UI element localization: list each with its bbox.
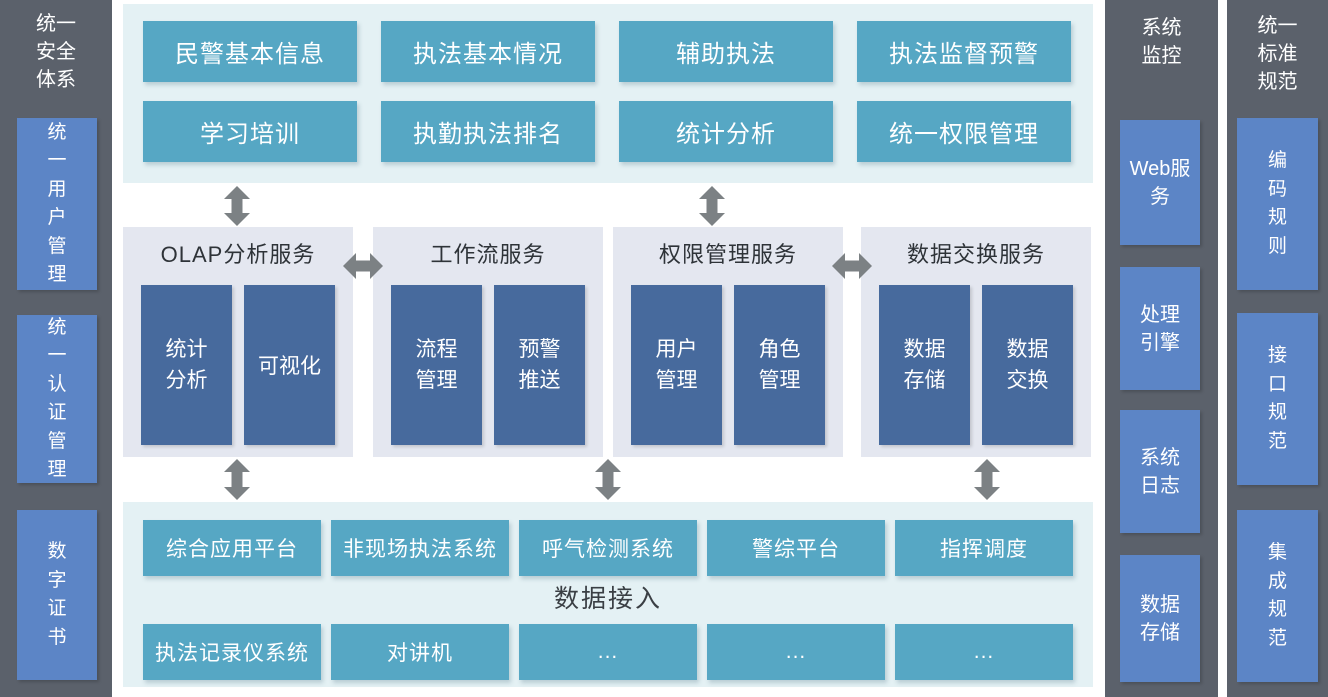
bidirectional-vertical-arrow-icon — [224, 186, 250, 226]
app-block-unified-permission: 统一权限管理 — [857, 101, 1071, 162]
source-block-body-camera: 执法记录仪系统 — [143, 624, 321, 680]
source-block-ellipsis-2: ... — [707, 624, 885, 680]
app-block-enforcement-basic: 执法基本情况 — [381, 21, 595, 82]
panel-block-unified-auth-mgmt: 统一认证管理 — [17, 315, 97, 483]
access-block-offsite-enforcement: 非现场执法系统 — [331, 520, 509, 576]
bidirectional-horizontal-arrow-icon — [343, 253, 383, 279]
service-block-data-storage: 数据存储 — [879, 285, 970, 445]
service-group-title: 权限管理服务 — [658, 242, 797, 267]
app-block-supervision-warning: 执法监督预警 — [857, 21, 1071, 82]
access-block-integrated-platform: 综合应用平台 — [143, 520, 321, 576]
service-block-label: 用户管理 — [655, 337, 698, 393]
service-children: 统计分析 可视化 — [123, 285, 353, 445]
source-block-ellipsis-1: ... — [519, 624, 697, 680]
bidirectional-vertical-arrow-icon — [595, 459, 621, 500]
standards-panel-title: 统一标准规范 — [1257, 15, 1298, 93]
security-system-panel: 统一安全体系 统一用户管理 统一认证管理 数字证书 — [0, 0, 112, 697]
security-panel-title: 统一安全体系 — [36, 13, 76, 91]
service-block-user-mgmt: 用户管理 — [631, 285, 722, 445]
service-block-label: 流程管理 — [415, 337, 458, 393]
monitor-block-label: 处理引擎 — [1140, 303, 1180, 354]
access-block-police-platform: 警综平台 — [707, 520, 885, 576]
standards-block-label: 接口规范 — [1267, 345, 1287, 452]
access-block-breath-test: 呼气检测系统 — [519, 520, 697, 576]
panel-block-digital-certificate: 数字证书 — [17, 510, 97, 680]
panel-block-label: 数字证书 — [47, 541, 67, 648]
bidirectional-vertical-arrow-icon — [974, 459, 1000, 500]
data-access-label: 数据接入 — [553, 585, 662, 613]
service-block-role-mgmt: 角色管理 — [734, 285, 825, 445]
standards-block-integration-spec: 集成规范 — [1237, 510, 1318, 682]
data-access-band: 综合应用平台 非现场执法系统 呼气检测系统 警综平台 指挥调度 数据接入 执法记… — [123, 502, 1093, 687]
service-block-label: 角色管理 — [758, 337, 801, 393]
system-monitor-panel: 系统监控 Web服务 处理引擎 系统日志 数据存储 — [1105, 0, 1218, 697]
monitor-block-label: 数据存储 — [1140, 593, 1180, 644]
app-block-police-basic-info: 民警基本信息 — [143, 21, 357, 82]
service-children: 用户管理 角色管理 — [613, 285, 843, 445]
app-block-duty-ranking: 执勤执法排名 — [381, 101, 595, 162]
monitor-block-web-service: Web服务 — [1120, 120, 1200, 245]
service-group-workflow: 工作流服务 流程管理 预警推送 — [373, 227, 603, 457]
service-block-label: 数据存储 — [903, 337, 946, 393]
bidirectional-horizontal-arrow-icon — [832, 253, 872, 279]
app-block-learning-training: 学习培训 — [143, 101, 357, 162]
bidirectional-vertical-arrow-icon — [224, 459, 250, 500]
standards-block-label: 集成规范 — [1267, 542, 1287, 649]
bidirectional-vertical-arrow-icon — [699, 186, 725, 226]
access-block-command-dispatch: 指挥调度 — [895, 520, 1073, 576]
application-layer-band: 民警基本信息 执法基本情况 辅助执法 执法监督预警 学习培训 执勤执法排名 统计… — [123, 4, 1093, 183]
panel-block-label: 统一用户管理 — [47, 121, 67, 286]
service-block-label: 预警推送 — [518, 337, 561, 393]
panel-block-label: 统一认证管理 — [47, 316, 67, 481]
service-block-data-exchange: 数据交换 — [982, 285, 1073, 445]
source-systems-row: 执法记录仪系统 对讲机 ... ... ... — [143, 624, 1073, 680]
monitor-block-label: Web服务 — [1129, 157, 1191, 208]
source-block-ellipsis-3: ... — [895, 624, 1073, 680]
monitor-block-data-storage: 数据存储 — [1120, 555, 1200, 682]
service-group-title: 工作流服务 — [430, 242, 546, 267]
standards-block-coding-rules: 编码规则 — [1237, 118, 1318, 290]
unified-standards-panel: 统一标准规范 编码规则 接口规范 集成规范 — [1227, 0, 1328, 697]
service-group-permission: 权限管理服务 用户管理 角色管理 — [613, 227, 843, 457]
standards-block-label: 编码规则 — [1267, 150, 1287, 257]
monitor-panel-title: 系统监控 — [1141, 17, 1182, 67]
monitor-block-system-log: 系统日志 — [1120, 410, 1200, 533]
service-block-label: 统计分析 — [165, 337, 208, 393]
standards-block-interface-spec: 接口规范 — [1237, 313, 1318, 485]
service-block-process-mgmt: 流程管理 — [391, 285, 482, 445]
service-children: 数据存储 数据交换 — [861, 285, 1091, 445]
service-group-title: OLAP分析服务 — [160, 242, 316, 267]
app-block-statistics-analysis: 统计分析 — [619, 101, 833, 162]
panel-block-unified-user-mgmt: 统一用户管理 — [17, 118, 97, 290]
service-block-visualization: 可视化 — [244, 285, 335, 445]
service-group-olap: OLAP分析服务 统计分析 可视化 — [123, 227, 353, 457]
service-children: 流程管理 预警推送 — [373, 285, 603, 445]
service-block-label: 数据交换 — [1006, 337, 1049, 393]
service-group-data-exchange: 数据交换服务 数据存储 数据交换 — [861, 227, 1091, 457]
monitor-block-processing-engine: 处理引擎 — [1120, 267, 1200, 390]
application-buttons-grid: 民警基本信息 执法基本情况 辅助执法 执法监督预警 学习培训 执勤执法排名 统计… — [143, 21, 1071, 162]
service-block-warning-push: 预警推送 — [494, 285, 585, 445]
app-block-assist-enforcement: 辅助执法 — [619, 21, 833, 82]
service-block-stat-analysis: 统计分析 — [141, 285, 232, 445]
source-block-intercom: 对讲机 — [331, 624, 509, 680]
service-block-label: 可视化 — [258, 355, 321, 378]
access-systems-row: 综合应用平台 非现场执法系统 呼气检测系统 警综平台 指挥调度 — [143, 520, 1073, 576]
monitor-block-label: 系统日志 — [1140, 446, 1180, 497]
service-group-title: 数据交换服务 — [906, 242, 1045, 267]
